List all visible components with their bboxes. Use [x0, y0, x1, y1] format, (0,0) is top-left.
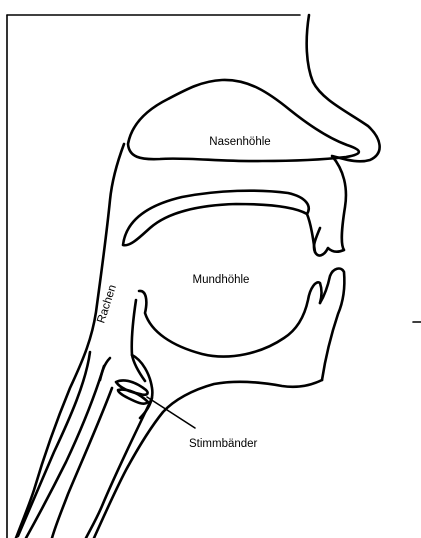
nasal-cavity-label: Nasenhöhle: [209, 136, 270, 148]
vocal-cord-2: [118, 390, 148, 404]
vocal-cords-label: Stimmbänder: [189, 438, 258, 450]
esophagus-wall-3: [18, 352, 90, 536]
esophagus-wall-1: [26, 366, 104, 538]
lower-lip: [320, 269, 344, 380]
esophagus-wall-2: [100, 358, 110, 380]
chin-and-jaw: [94, 380, 322, 538]
pharynx-front-wall: [132, 300, 145, 381]
tongue: [139, 282, 322, 356]
hard-palate: [123, 191, 309, 246]
pharynx-back-wall: [16, 144, 124, 538]
upper-teeth: [307, 214, 315, 252]
oral-cavity-label: Mundhöhle: [193, 274, 250, 286]
nasal-cavity-outline: [128, 80, 359, 161]
trachea-wall-front: [86, 398, 152, 538]
face-profile-nose: [307, 15, 380, 255]
